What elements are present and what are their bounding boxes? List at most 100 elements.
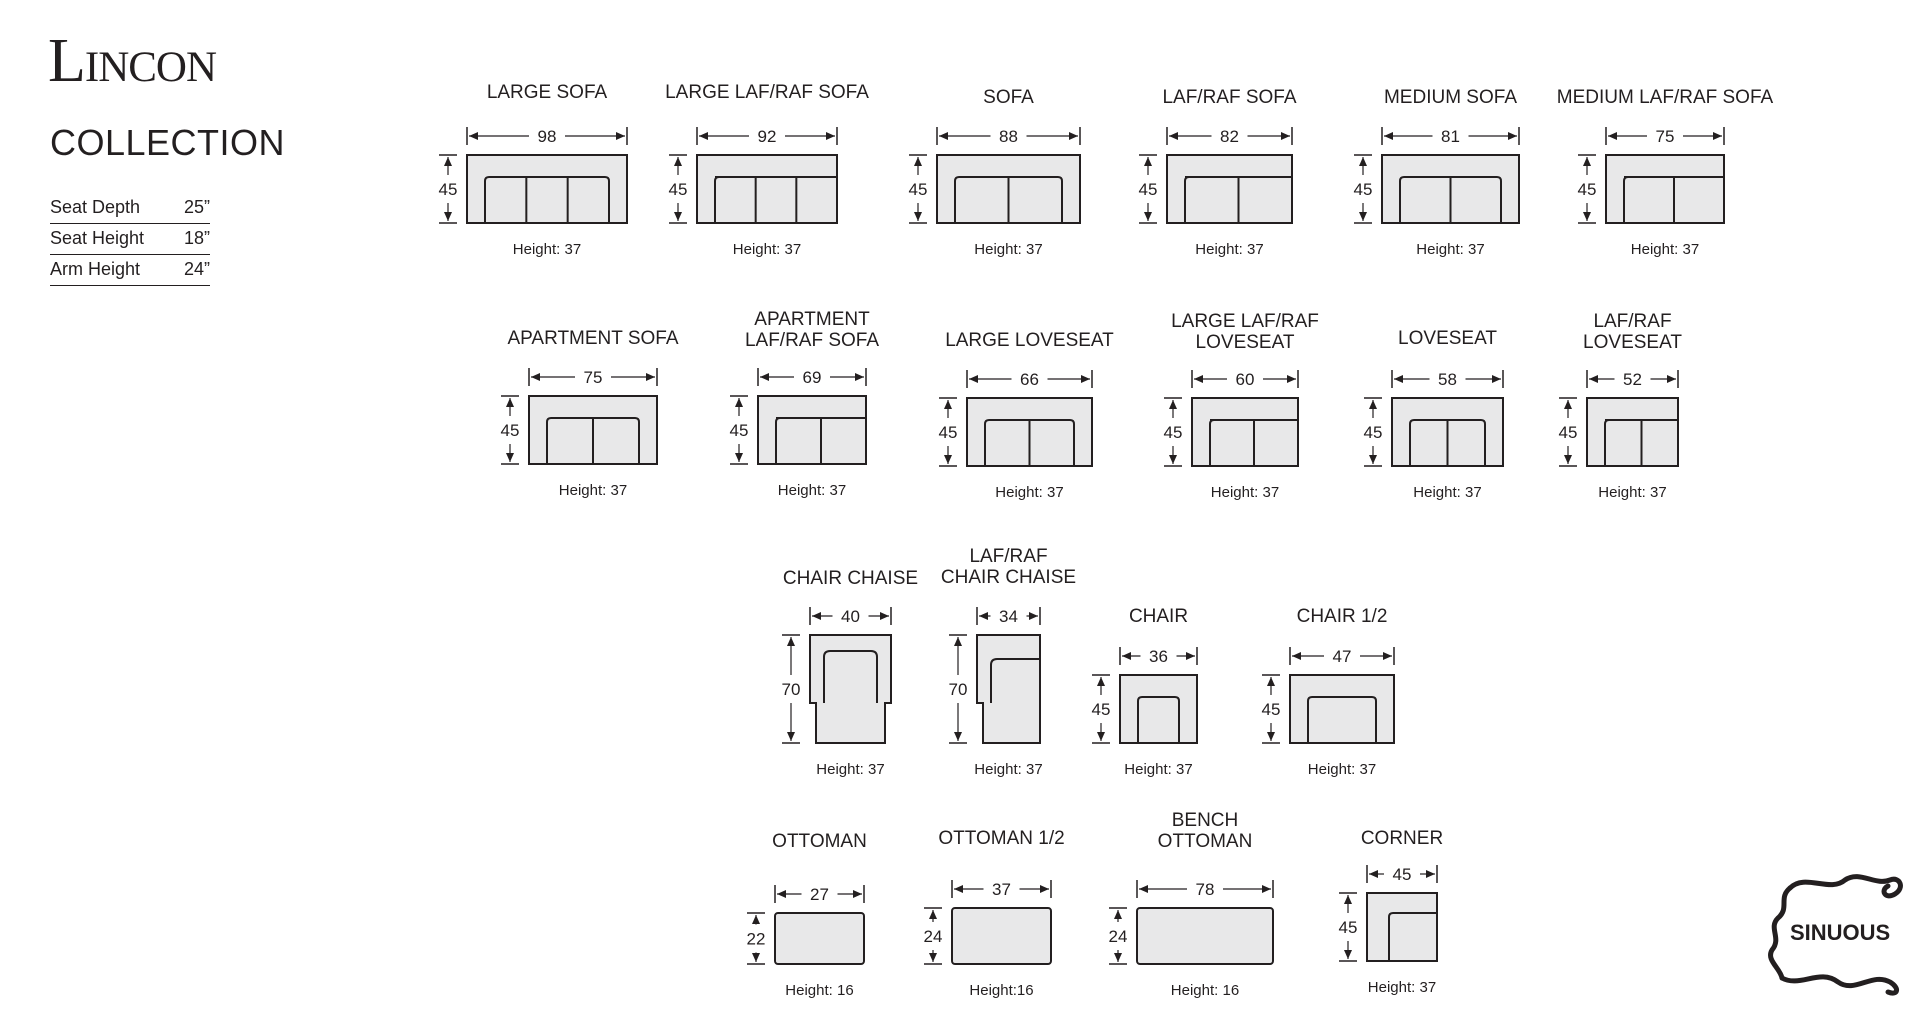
width-label: 27 bbox=[810, 885, 829, 904]
depth-label: 24 bbox=[924, 927, 943, 946]
width-label: 81 bbox=[1441, 127, 1460, 146]
dimension-arrowhead bbox=[1564, 455, 1572, 464]
spec-value: 18” bbox=[183, 228, 210, 248]
piece-title: LAF/RAF SOFA bbox=[1162, 87, 1296, 108]
piece-outline bbox=[1191, 397, 1299, 467]
piece-title: OTTOMAN bbox=[772, 831, 867, 852]
width-label: 88 bbox=[999, 127, 1018, 146]
height-label: Height: 16 bbox=[1171, 982, 1239, 999]
piece-title: LARGE LOVESEAT bbox=[945, 330, 1114, 351]
sinuous-logo: SINUOUS bbox=[1768, 874, 1903, 996]
dimension-arrowhead bbox=[1292, 652, 1301, 660]
dimension-arrowhead bbox=[616, 132, 625, 140]
depth-label: 45 bbox=[1339, 918, 1358, 937]
dimension-arrowhead bbox=[1139, 885, 1148, 893]
height-label: Height: 37 bbox=[1598, 484, 1666, 501]
dimension-arrowhead bbox=[1394, 375, 1403, 383]
dimension-arrowhead bbox=[939, 132, 948, 140]
dimension-arrowhead bbox=[760, 373, 769, 381]
dimension-arrowhead bbox=[826, 132, 835, 140]
dimension-arrowhead bbox=[853, 890, 862, 898]
dimension-arrowhead bbox=[1369, 455, 1377, 464]
width-label: 75 bbox=[584, 368, 603, 387]
dimension-arrowhead bbox=[444, 157, 452, 166]
dimension-arrowhead bbox=[646, 373, 655, 381]
dimension-arrowhead bbox=[699, 132, 708, 140]
dimension-arrowhead bbox=[1287, 375, 1296, 383]
piece-title: CORNER bbox=[1361, 828, 1443, 849]
dimension-arrowhead bbox=[929, 910, 937, 919]
piece-title: CHAIR 1/2 bbox=[1297, 606, 1388, 627]
seat-back bbox=[1137, 696, 1180, 743]
dimension-arrowhead bbox=[1426, 870, 1435, 878]
piece-title: LOVESEAT bbox=[1398, 328, 1497, 349]
depth-label: 45 bbox=[1164, 423, 1183, 442]
height-label: Height:16 bbox=[969, 982, 1033, 999]
corner-seat bbox=[1388, 912, 1437, 961]
piece-title: APARTMENT bbox=[754, 309, 870, 330]
dimension-arrowhead bbox=[1186, 652, 1195, 660]
height-label: Height: 37 bbox=[1631, 241, 1699, 258]
height-label: Height: 37 bbox=[974, 761, 1042, 778]
spec-label: Arm Height bbox=[50, 259, 141, 279]
piece-outline bbox=[1119, 674, 1198, 744]
dimension-arrowhead bbox=[1169, 400, 1177, 409]
dimension-arrowhead bbox=[444, 212, 452, 221]
dimension-arrowhead bbox=[812, 612, 821, 620]
depth-label: 45 bbox=[909, 180, 928, 199]
dimension-arrowhead bbox=[1194, 375, 1203, 383]
width-label: 37 bbox=[992, 880, 1011, 899]
dimension-arrowhead bbox=[1583, 157, 1591, 166]
depth-label: 24 bbox=[1109, 927, 1128, 946]
height-label: Height: 37 bbox=[778, 482, 846, 499]
dimension-arrowhead bbox=[1144, 157, 1152, 166]
piece-outline bbox=[1366, 892, 1438, 962]
dimension-arrowhead bbox=[1667, 375, 1676, 383]
height-label: Height: 37 bbox=[1211, 484, 1279, 501]
dimension-arrowhead bbox=[1144, 212, 1152, 221]
width-label: 69 bbox=[803, 368, 822, 387]
piece-outline bbox=[466, 154, 628, 224]
depth-label: 45 bbox=[669, 180, 688, 199]
piece-outline bbox=[757, 395, 867, 465]
dimension-arrowhead bbox=[1267, 677, 1275, 686]
dimension-arrowhead bbox=[1384, 132, 1393, 140]
height-label: Height: 37 bbox=[559, 482, 627, 499]
height-label: Height: 37 bbox=[974, 241, 1042, 258]
piece-title: LARGE LAF/RAF SOFA bbox=[665, 82, 869, 103]
dimension-arrowhead bbox=[969, 375, 978, 383]
depth-label: 45 bbox=[1578, 180, 1597, 199]
piece-title: MEDIUM SOFA bbox=[1384, 87, 1517, 108]
depth-label: 45 bbox=[1364, 423, 1383, 442]
dimension-arrowhead bbox=[752, 953, 760, 962]
dimension-arrowhead bbox=[914, 212, 922, 221]
depth-label: 45 bbox=[1354, 180, 1373, 199]
height-label: Height: 37 bbox=[1413, 484, 1481, 501]
depth-label: 45 bbox=[939, 423, 958, 442]
dimension-arrowhead bbox=[787, 732, 795, 741]
spec-label: Seat Depth bbox=[50, 197, 141, 217]
spec-label: Seat Height bbox=[50, 228, 145, 248]
piece-title: APARTMENT SOFA bbox=[507, 328, 678, 349]
dimension-arrowhead bbox=[979, 612, 988, 620]
dimension-arrowhead bbox=[954, 637, 962, 646]
seat-cushion bbox=[990, 658, 1040, 703]
dimension-arrowhead bbox=[1508, 132, 1517, 140]
dimension-arrowhead bbox=[944, 400, 952, 409]
dimension-arrowhead bbox=[1589, 375, 1598, 383]
collection-title: Lincon bbox=[48, 27, 217, 95]
height-label: Height: 37 bbox=[1195, 241, 1263, 258]
height-label: Height: 37 bbox=[1416, 241, 1484, 258]
depth-label: 70 bbox=[949, 680, 968, 699]
dimension-arrowhead bbox=[880, 612, 889, 620]
dimension-arrowhead bbox=[674, 157, 682, 166]
depth-label: 45 bbox=[439, 180, 458, 199]
dimension-arrowhead bbox=[1369, 870, 1378, 878]
dimension-arrowhead bbox=[944, 455, 952, 464]
width-label: 40 bbox=[841, 607, 860, 626]
dimension-arrowhead bbox=[1383, 652, 1392, 660]
